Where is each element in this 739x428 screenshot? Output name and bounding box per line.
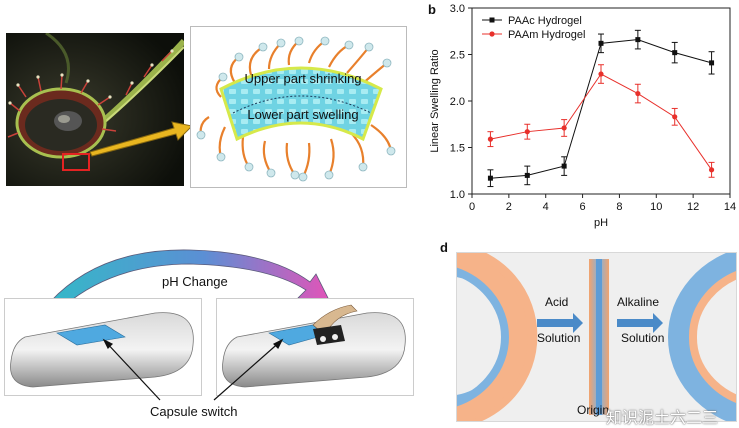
legend-marker	[489, 17, 495, 23]
data-point	[635, 90, 641, 97]
y-tick-label: 2.0	[450, 96, 465, 108]
capsule-pointer-arrows	[102, 338, 284, 401]
alkaline-solution-label: Solution	[621, 331, 665, 345]
panel-d-frame: Acid Solution Alkaline Solution Origin	[456, 252, 737, 422]
swelling-ratio-chart: 0 2 4 6 8 10 12 14 1.0 1.5 2.0 2.5 3.0 pH Linear Swell…	[429, 3, 736, 229]
legend-label: PAAm Hydrogel	[508, 29, 585, 41]
origin-label: Origin	[577, 403, 610, 417]
x-tick-label: 6	[580, 201, 586, 213]
data-point	[709, 60, 715, 66]
watermark: 知识泥土六二三	[606, 408, 719, 427]
y-tick-label: 2.5	[450, 50, 465, 62]
data-point	[524, 129, 530, 135]
capsule-after-frame	[216, 298, 414, 396]
panel-d-letter: d	[440, 240, 448, 255]
x-tick-label: 10	[650, 201, 662, 213]
highlight-box	[62, 153, 90, 171]
data-point	[561, 163, 567, 169]
alkaline-label: Alkaline	[617, 295, 660, 309]
gel-schematic: Upper part shrinking Lower part swelling	[190, 26, 407, 188]
data-point	[524, 172, 530, 178]
y-axis-label: Linear Swelling Ratio	[429, 49, 441, 152]
x-tick-label: 2	[506, 201, 512, 213]
acid-solution-label: Solution	[537, 331, 581, 345]
data-point	[561, 125, 567, 131]
panel-b-letter: b	[428, 2, 436, 17]
capsule-before-frame	[4, 298, 202, 396]
y-tick-label: 1.0	[450, 189, 465, 201]
data-point	[672, 50, 678, 56]
acid-label: Acid	[545, 295, 569, 309]
data-point	[635, 37, 641, 43]
x-tick-label: 4	[543, 201, 549, 213]
ph-change-label: pH Change	[162, 274, 228, 289]
y-tick-label: 1.5	[450, 143, 465, 155]
data-point	[708, 167, 715, 173]
x-tick-label: 0	[469, 201, 475, 213]
data-point	[487, 175, 493, 181]
data-point	[672, 114, 678, 120]
plant-photo	[6, 33, 184, 186]
legend-marker	[489, 31, 495, 37]
data-point	[487, 136, 494, 142]
legend-label: PAAc Hydrogel	[508, 15, 582, 27]
x-axis-label: pH	[594, 217, 608, 229]
x-tick-label: 12	[687, 201, 699, 213]
lower-part-label: Lower part swelling	[247, 107, 359, 122]
upper-part-label: Upper part shrinking	[244, 71, 362, 86]
data-point	[598, 71, 604, 77]
capsule-switch-caption: Capsule switch	[150, 404, 238, 419]
zoom-arrow	[89, 121, 194, 157]
data-point	[598, 40, 604, 46]
x-tick-label: 14	[724, 201, 736, 213]
x-tick-label: 8	[616, 201, 622, 213]
y-tick-label: 3.0	[450, 3, 465, 15]
